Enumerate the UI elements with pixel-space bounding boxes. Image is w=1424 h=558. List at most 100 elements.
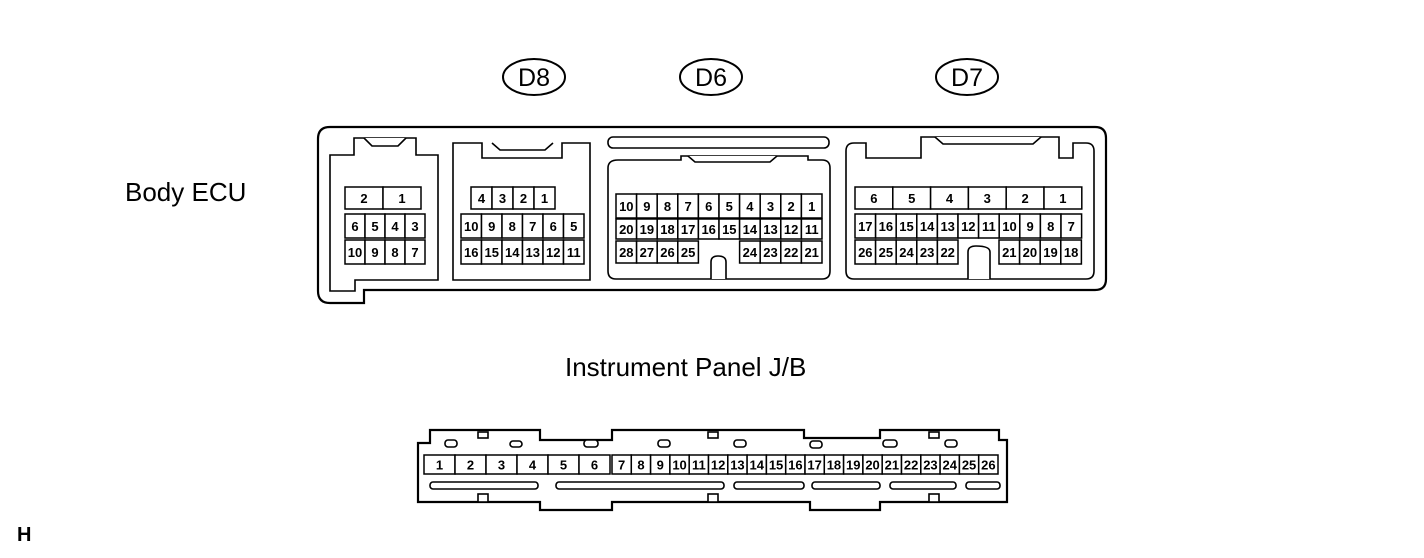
ecu-d8-pin-3-label: 3 [499,191,506,206]
ecu-d7-pin-25-label: 25 [879,245,893,260]
jb-pin-6-label: 6 [591,458,598,473]
ecu-d7-pin-23: 23 [916,239,939,265]
ecu-d8-pin-5-label: 5 [570,219,577,234]
figure-code-label: H [17,524,31,546]
ecu-d7-pin-5-label: 5 [908,191,915,206]
jb-pin-16: 16 [784,454,806,475]
jb-pin-25: 25 [958,454,980,475]
ecu-d8-pin-9: 9 [480,213,503,239]
ecu-d8-pin-11-label: 11 [567,245,581,260]
ecu-d7-pin-15: 15 [895,213,918,239]
ecu-d7-pin-23-label: 23 [920,245,934,260]
ecu-d6-pin-20-label: 20 [619,222,633,237]
jb-pin-1-label: 1 [436,458,443,473]
jb-pin-9: 9 [649,454,671,475]
ecu-d8-pin-6: 6 [542,213,565,239]
ecu-d8-pin-8: 8 [501,213,524,239]
jb-pin-10: 10 [669,454,690,475]
ecu-d7-pin-15-label: 15 [899,219,913,234]
connector-tag-d8: D8 [502,58,566,96]
jb-pin-1: 1 [423,454,456,475]
jb-pin-18-label: 18 [827,458,841,473]
ecu-d7-pin-19: 19 [1039,239,1062,265]
ecu-d7-pin-24: 24 [895,239,918,265]
ecu-plug1-pin-4-label: 4 [391,219,399,234]
ecu-d7-pin-16-label: 16 [879,219,893,234]
ecu-d8-pin-14-label: 14 [505,245,520,260]
ecu-d6-pin-3-label: 3 [767,199,774,214]
ecu-d7-pin-24-label: 24 [899,245,914,260]
ecu-d8-pin-12-label: 12 [546,245,560,260]
ecu-d7-pin-10-label: 10 [1002,219,1016,234]
ecu-d6-pin-17: 17 [677,218,700,240]
ecu-d6-pin-23-label: 23 [763,245,777,260]
ecu-d7-pin-17-label: 17 [858,219,872,234]
jb-pin-26: 26 [977,454,999,475]
jb-pin-20-label: 20 [865,458,879,473]
connector-tag-d6: D6 [679,58,743,96]
jb-pin-4-label: 4 [529,458,537,473]
ecu-d6-pin-11-label: 11 [805,222,819,237]
jb-pin-2: 2 [454,454,487,475]
jb-pin-19-label: 19 [846,458,860,473]
connector-tag-d7: D7 [935,58,999,96]
jb-pin-22: 22 [900,454,922,475]
ecu-d7-pin-7-label: 7 [1068,219,1075,234]
ecu-d6-pin-5: 5 [718,193,741,219]
ecu-d7-pin-21-label: 21 [1002,245,1016,260]
ecu-plug1-pin-3-label: 3 [411,219,418,234]
ecu-d7-pin-6-label: 6 [870,191,877,206]
jb-pin-6: 6 [578,454,611,475]
ecu-d6-pin-22-label: 22 [784,245,798,260]
ecu-d6-pin-5-label: 5 [726,199,733,214]
ecu-d6-pin-15: 15 [718,218,741,240]
ecu-d6-pin-2: 2 [780,193,803,219]
ecu-d6-pin-7: 7 [677,193,700,219]
ecu-d6-pin-20: 20 [615,218,638,240]
ecu-d6-pin-28: 28 [615,240,638,264]
ecu-d6-pin-1: 1 [800,193,823,219]
ecu-d7-pin-26-label: 26 [858,245,872,260]
ecu-d6-pin-16-label: 16 [701,222,715,237]
ecu-plug1-pin-10: 10 [344,239,366,265]
ecu-d6-pin-25-label: 25 [681,245,695,260]
ecu-d7-pin-14: 14 [916,213,939,239]
ecu-d6-pin-19: 19 [635,218,658,240]
jb-pin-16-label: 16 [788,458,802,473]
jb-pin-21-label: 21 [885,458,899,473]
ecu-d7-pin-3-label: 3 [984,191,991,206]
ecu-d7-pin-9-label: 9 [1026,219,1033,234]
ecu-plug1-pin-7-label: 7 [411,245,418,260]
ecu-d8-pin-10: 10 [460,213,483,239]
jb-pin-20: 20 [862,454,883,475]
ecu-d6-pin-8-label: 8 [664,199,671,214]
jb-pin-3: 3 [485,454,518,475]
ecu-d7-pin-6: 6 [854,186,894,210]
ecu-d7-pin-26: 26 [854,239,877,265]
ecu-d8-pin-2: 2 [512,186,535,210]
jb-pin-13-label: 13 [730,458,744,473]
ecu-d8-pin-14: 14 [501,239,524,265]
ecu-d8-pin-1-label: 1 [541,191,548,206]
ecu-d6-pin-15-label: 15 [722,222,736,237]
ecu-d6-pin-27: 27 [635,240,658,264]
ecu-d7-pin-10: 10 [998,213,1021,239]
jb-pin-18: 18 [823,454,845,475]
jb-pin-15-label: 15 [769,458,783,473]
ecu-d6-pin-18-label: 18 [660,222,674,237]
ecu-plug1-pin-2: 2 [344,186,384,210]
ecu-plug1-pin-8: 8 [384,239,406,265]
ecu-d6-pin-6-label: 6 [705,199,712,214]
jb-pin-17: 17 [804,454,826,475]
ecu-d7-pin-21: 21 [998,239,1021,265]
jb-pin-7-label: 7 [618,458,625,473]
ecu-d6-pin-11: 11 [800,218,823,240]
ecu-d8-pin-3: 3 [491,186,514,210]
ecu-d7-pin-4-label: 4 [946,191,954,206]
ecu-d8-pin-16: 16 [460,239,483,265]
jb-pin-8-label: 8 [637,458,644,473]
ecu-plug1-pin-8-label: 8 [391,245,398,260]
ecu-d8-pin-15-label: 15 [485,245,499,260]
ecu-d6-pin-17-label: 17 [681,222,695,237]
